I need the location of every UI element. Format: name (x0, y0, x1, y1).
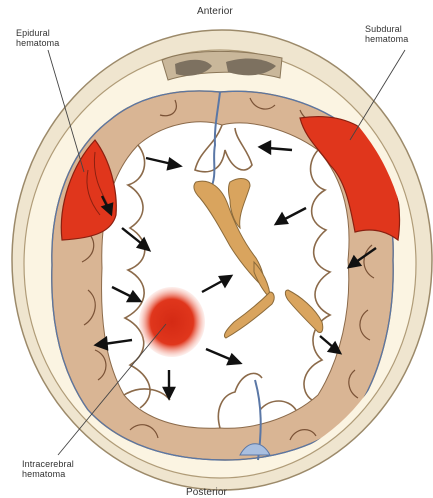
subdural-hematoma-label: Subdural hematoma (365, 24, 408, 44)
epidural-label-line-1: Epidural (16, 28, 59, 38)
epidural-hematoma-label: Epidural hematoma (16, 28, 59, 48)
subdural-label-line-2: hematoma (365, 34, 408, 44)
intracerebral-label-line-1: Intracerebral (22, 459, 74, 469)
subdural-label-line-1: Subdural (365, 24, 408, 34)
epidural-label-line-2: hematoma (16, 38, 59, 48)
intracerebral-hematoma-label: Intracerebral hematoma (22, 459, 74, 479)
intracerebral-hematoma (139, 287, 205, 357)
subarachnoid-space (102, 122, 350, 428)
posterior-label: Posterior (186, 488, 227, 498)
intracerebral-label-line-2: hematoma (22, 469, 74, 479)
anterior-label: Anterior (197, 7, 233, 17)
